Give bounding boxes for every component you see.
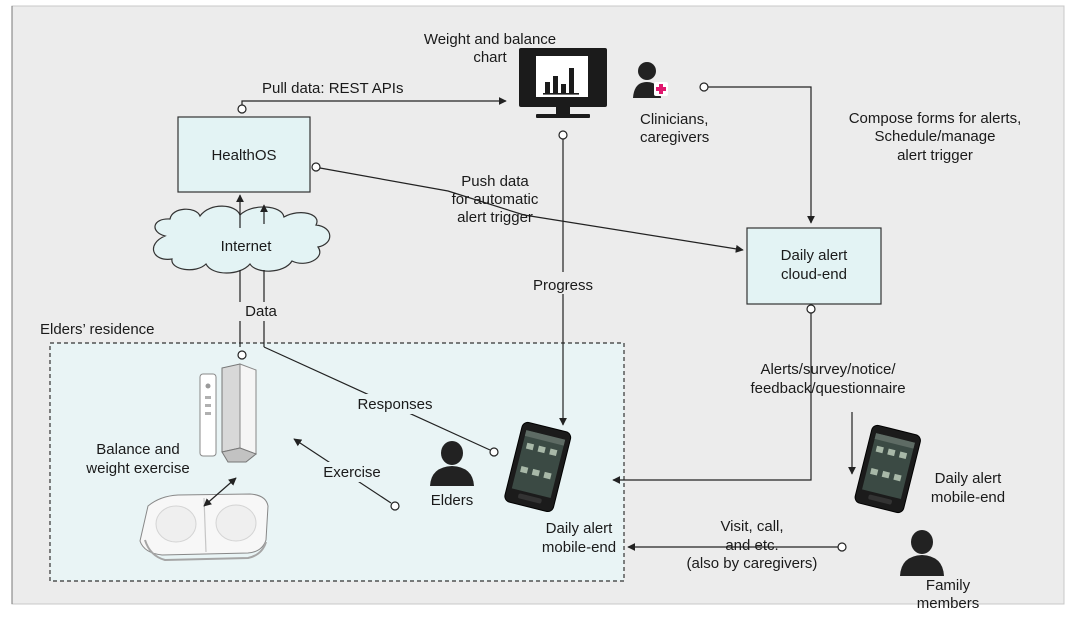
elder-mobile-label-line-1: Daily alert — [546, 520, 614, 537]
internet-cloud-icon — [152, 205, 331, 274]
edge-visit-call: Visit, call, and etc. (also by caregiver… — [627, 518, 847, 572]
clinician-icon — [633, 62, 668, 98]
healthos-node[interactable]: HealthOS — [177, 116, 311, 193]
balance-board-icon — [139, 493, 269, 562]
elder-mobile-label-line-2: mobile-end — [542, 539, 616, 556]
clinicians-label-line-2: caregivers — [640, 129, 709, 146]
elder-phone-icon — [504, 421, 572, 513]
family-label-line-2: members — [917, 595, 980, 612]
edge-push-label-line-1: Push data — [461, 173, 529, 190]
family-label-line-1: Family — [926, 577, 971, 594]
wii-console-icon — [199, 363, 257, 463]
edge-push-label-line-2: for automatic — [452, 191, 539, 208]
edge-visit-label-line-3: (also by caregivers) — [687, 555, 818, 572]
edge-data: Data — [237, 270, 285, 360]
edge-compose-label-line-1: Compose forms for alerts, — [849, 110, 1022, 127]
edge-internet-to-healthos — [236, 194, 268, 228]
family-node[interactable]: Family members — [900, 530, 979, 612]
edge-visit-label-line-2: and etc. — [725, 537, 778, 554]
edge-alerts-label-line-1: Alerts/survey/notice/ — [760, 361, 896, 378]
cloud-end-node[interactable]: Daily alert cloud-end — [746, 227, 882, 305]
elders-label: Elders — [431, 492, 474, 509]
elders-node[interactable]: Elders — [430, 441, 474, 509]
healthos-label: HealthOS — [211, 147, 276, 164]
elder-person-icon — [430, 441, 474, 486]
edge-alerts: Alerts/survey/notice/ feedback/questionn… — [612, 304, 906, 484]
family-person-icon — [900, 530, 944, 576]
edge-exercise: Exercise — [293, 438, 400, 511]
edge-compose-label-line-2: Schedule/manage — [875, 128, 996, 145]
cloud-end-box — [746, 227, 882, 305]
family-mobile-node[interactable]: Daily alert mobile-end — [854, 424, 1005, 514]
family-mobile-label-line-1: Daily alert — [935, 470, 1003, 487]
family-mobile-label-line-2: mobile-end — [931, 489, 1005, 506]
monitor-icon — [519, 48, 607, 118]
chart-node[interactable]: Weight and balance chart — [424, 31, 607, 118]
balance-label-line-1: Balance and — [96, 441, 179, 458]
edge-pull-data-label: Pull data: REST APIs — [262, 80, 403, 97]
edge-progress-label: Progress — [533, 277, 593, 294]
chart-label-line-1: Weight and balance — [424, 31, 556, 48]
chart-label-line-2: chart — [473, 49, 507, 66]
edge-compose-label-line-3: alert trigger — [897, 147, 973, 164]
edge-responses-label: Responses — [357, 396, 432, 413]
clinicians-node[interactable]: Clinicians, caregivers — [633, 62, 709, 146]
edge-progress: Progress — [526, 130, 600, 426]
edge-wii-board — [203, 477, 237, 507]
edge-alerts-label-line-2: feedback/questionnaire — [750, 380, 905, 397]
internet-node[interactable]: Internet — [152, 205, 331, 274]
edge-push-data: Push data for automatic alert trigger — [311, 162, 744, 253]
cloud-end-label-line-2: cloud-end — [781, 266, 847, 283]
edge-push-label-line-3: alert trigger — [457, 209, 533, 226]
edge-visit-label-line-1: Visit, call, — [720, 518, 783, 535]
edge-compose-forms: Compose forms for alerts, Schedule/manag… — [699, 82, 1022, 224]
edge-pull-data: Pull data: REST APIs — [237, 80, 507, 114]
edge-responses: Responses — [263, 346, 499, 457]
edge-exercise-label: Exercise — [323, 464, 381, 481]
healthos-box — [177, 116, 311, 193]
residence-label: Elders’ residence — [40, 321, 155, 338]
elder-mobile-node[interactable]: Daily alert mobile-end — [504, 421, 617, 556]
balance-label-line-2: weight exercise — [85, 460, 189, 477]
clinicians-label-line-1: Clinicians, — [640, 111, 708, 128]
internet-label: Internet — [221, 238, 273, 255]
edge-data-label: Data — [245, 303, 277, 320]
cloud-end-label-line-1: Daily alert — [781, 247, 849, 264]
family-phone-icon — [854, 424, 921, 514]
